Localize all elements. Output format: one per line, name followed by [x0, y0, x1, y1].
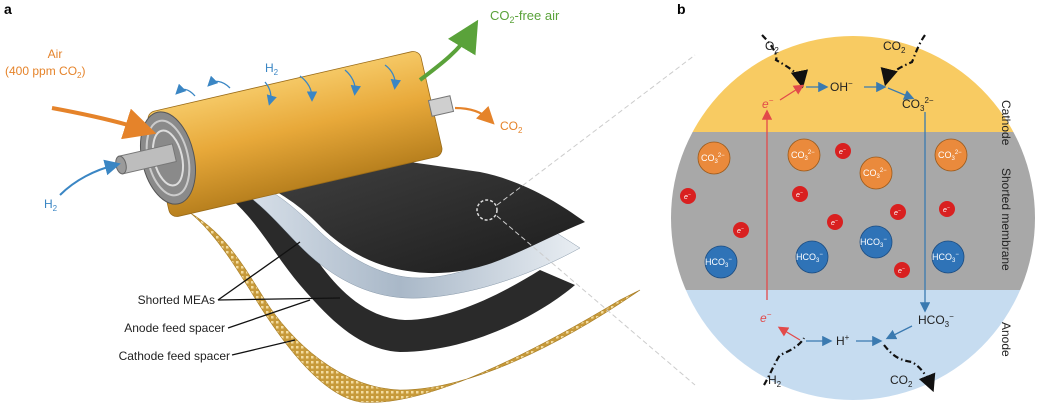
- zoom-line-bottom: [496, 215, 696, 386]
- co2-free-air-arrow: [418, 19, 479, 82]
- o2-path: [761, 34, 809, 89]
- svg-text:e−: e−: [796, 190, 803, 199]
- electron-particle: e−: [792, 186, 808, 202]
- carbonate-ion: CO32−: [934, 138, 968, 172]
- panel-b-label: b: [677, 1, 686, 17]
- cathode-label: Cathode: [999, 100, 1013, 146]
- anode-label: Anode: [999, 322, 1013, 357]
- callout-lines: [217, 241, 341, 356]
- electron-particle: e−: [733, 222, 749, 238]
- h-plus-label: H+: [836, 333, 850, 348]
- carbonate-ion: CO32−: [859, 156, 893, 190]
- svg-text:e−: e−: [894, 208, 901, 217]
- air-label: Air: [48, 47, 63, 61]
- svg-text:CO32−: CO32−: [701, 153, 725, 165]
- svg-text:CO32−: CO32−: [938, 150, 962, 162]
- co2-free-air-label: CO2-free air: [490, 8, 560, 25]
- electron-top-label: e−: [762, 96, 774, 111]
- co2-bottom-label: CO2: [890, 373, 913, 389]
- svg-text:CO32−: CO32−: [791, 150, 815, 162]
- air-arrow: [51, 106, 157, 140]
- h2-in-arrow: [59, 159, 121, 196]
- zoom-circle: [476, 199, 498, 221]
- membrane-ions: CO32− CO32− CO32− CO32− HCO3− HCO3− HCO3…: [680, 138, 968, 279]
- electron-particle: e−: [827, 214, 843, 230]
- svg-text:HCO3−: HCO3−: [705, 257, 732, 269]
- carbonate-top-label: CO32−: [902, 96, 934, 113]
- callout-cathode-feed-spacer: Cathode feed spacer: [119, 349, 230, 363]
- zoom-line-top: [496, 54, 696, 206]
- bicarbonate-ion: HCO3−: [859, 225, 893, 259]
- electron-particle: e−: [894, 262, 910, 278]
- svg-text:e−: e−: [898, 266, 905, 275]
- bicarbonate-ion: HCO3−: [931, 240, 965, 274]
- carbonate-ion: CO32−: [697, 141, 731, 175]
- co2-out-label: CO2: [500, 119, 523, 135]
- bicarbonate-ion: HCO3−: [704, 245, 738, 279]
- detail-circle: [671, 36, 1035, 400]
- membrane-label: Shorted membrane: [999, 168, 1013, 271]
- bicarbonate-bottom-label: HCO3−: [918, 312, 954, 329]
- electron-particle: e−: [890, 204, 906, 220]
- callout-shorted-meas: Shorted MEAs: [138, 293, 215, 307]
- bicarbonate-to-co2-arrow: [885, 325, 913, 340]
- h2-left-label: H2: [44, 197, 58, 213]
- co2-to-carbonate-arrow: [887, 87, 915, 100]
- h2-flow-arrows: [175, 64, 401, 106]
- co2-out-arrow: [454, 106, 495, 125]
- h2-to-electron-arrow: [777, 326, 801, 341]
- electron-particle: e−: [680, 188, 696, 204]
- svg-text:HCO3−: HCO3−: [796, 252, 823, 264]
- svg-text:HCO3−: HCO3−: [932, 252, 959, 264]
- air-detail-label: (400 ppm CO2): [5, 64, 85, 80]
- svg-text:e−: e−: [839, 147, 846, 156]
- svg-text:e−: e−: [684, 192, 691, 201]
- h2-top-label: H2: [265, 61, 279, 77]
- h2-bottom-label: H2: [768, 373, 782, 389]
- h2-path: [763, 337, 805, 386]
- svg-text:e−: e−: [831, 218, 838, 227]
- anode-feed-spacer: [210, 180, 575, 352]
- panel-a-label: a: [4, 1, 12, 17]
- svg-text:CO32−: CO32−: [863, 168, 887, 180]
- mea-silver-layer: [219, 174, 581, 299]
- svg-text:e−: e−: [943, 205, 950, 214]
- svg-text:HCO3−: HCO3−: [860, 237, 887, 249]
- electron-particle: e−: [835, 143, 851, 159]
- co2-bottom-path: [883, 344, 936, 393]
- bicarbonate-ion: HCO3−: [795, 240, 829, 274]
- co2-pipe: [427, 95, 455, 117]
- electron-to-oh-arrow: [779, 84, 805, 101]
- callout-anode-feed-spacer: Anode feed spacer: [124, 321, 225, 335]
- co2-top-label: CO2: [883, 39, 906, 55]
- svg-text:e−: e−: [737, 226, 744, 235]
- electron-particle: e−: [939, 201, 955, 217]
- electron-bottom-label: e−: [760, 310, 772, 325]
- o2-label: O2: [765, 39, 779, 55]
- co2-top-path: [880, 34, 926, 87]
- cathode-zone: [671, 36, 1035, 132]
- oh-label: OH−: [830, 79, 853, 94]
- anode-zone: [671, 290, 1035, 400]
- carbonate-ion: CO32−: [787, 138, 821, 172]
